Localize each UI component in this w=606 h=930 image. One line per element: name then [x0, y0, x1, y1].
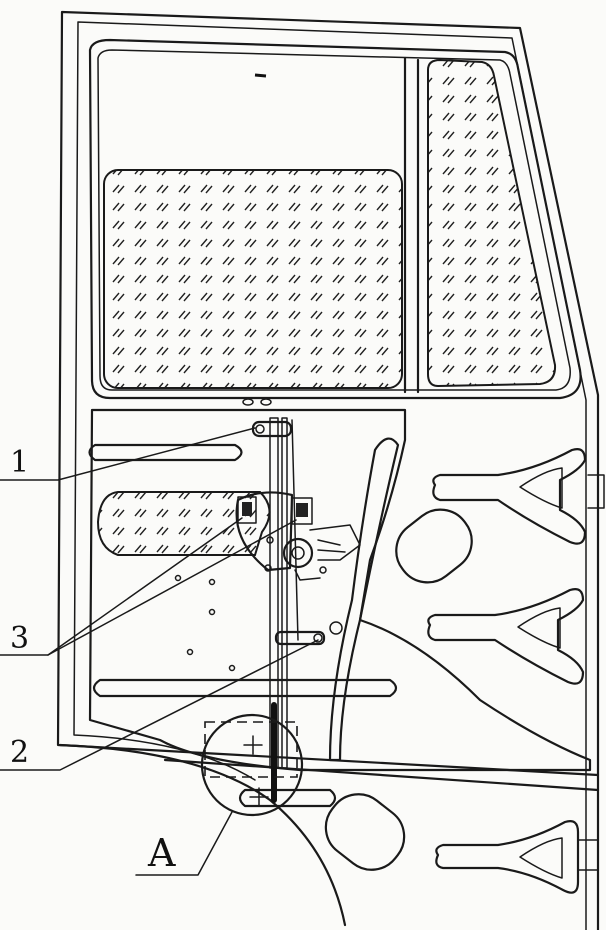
hole	[208, 578, 216, 586]
hole	[329, 621, 343, 635]
callout-label-a: A	[147, 831, 176, 875]
detail-cross-lower	[249, 787, 269, 807]
door-outer-outline	[56, 10, 600, 930]
leader-line-3b	[47, 519, 297, 656]
lower-glass-slot	[96, 491, 271, 556]
slot-lower	[92, 678, 398, 698]
inner-panel	[88, 408, 592, 772]
leader-line-2	[0, 639, 319, 771]
oval-cutout-1	[395, 508, 473, 584]
hole	[208, 608, 216, 616]
leader-line-1	[0, 427, 256, 481]
glass-mark	[254, 73, 267, 78]
callout-label-1: 1	[10, 445, 29, 480]
vent-glass-hatched	[427, 58, 557, 388]
hole	[242, 398, 254, 406]
callout-label-3: 3	[10, 621, 29, 656]
callout-label-2: 2	[10, 735, 29, 770]
detail-cross-upper	[243, 735, 263, 755]
hinge-tab-lower	[577, 839, 599, 871]
leader-line-a	[135, 811, 233, 876]
hinge-tab-upper	[587, 474, 605, 509]
y-rib-3	[435, 820, 580, 894]
diagonal-arm	[328, 437, 400, 762]
detail-dashed-box	[204, 721, 298, 778]
regulator-rail	[269, 417, 299, 803]
y-rib-1	[432, 448, 587, 545]
hole	[260, 398, 272, 406]
slot-left-upper	[88, 443, 243, 462]
lower-glass-bracket	[274, 630, 326, 646]
hole	[174, 574, 182, 582]
lower-sill	[58, 743, 600, 792]
hole	[228, 664, 236, 672]
upper-glass-bracket	[251, 420, 293, 438]
y-rib-2	[427, 588, 585, 685]
hole	[186, 648, 194, 656]
main-glass-hatched	[103, 169, 403, 389]
window-frame-outer	[88, 38, 582, 400]
regulator-motor-plate	[235, 491, 361, 581]
oval-cutout-2	[324, 793, 406, 871]
window-divider	[403, 56, 420, 394]
window-frame-inner	[97, 49, 571, 391]
lower-slot	[238, 788, 337, 808]
detail-circle-a	[200, 713, 304, 817]
